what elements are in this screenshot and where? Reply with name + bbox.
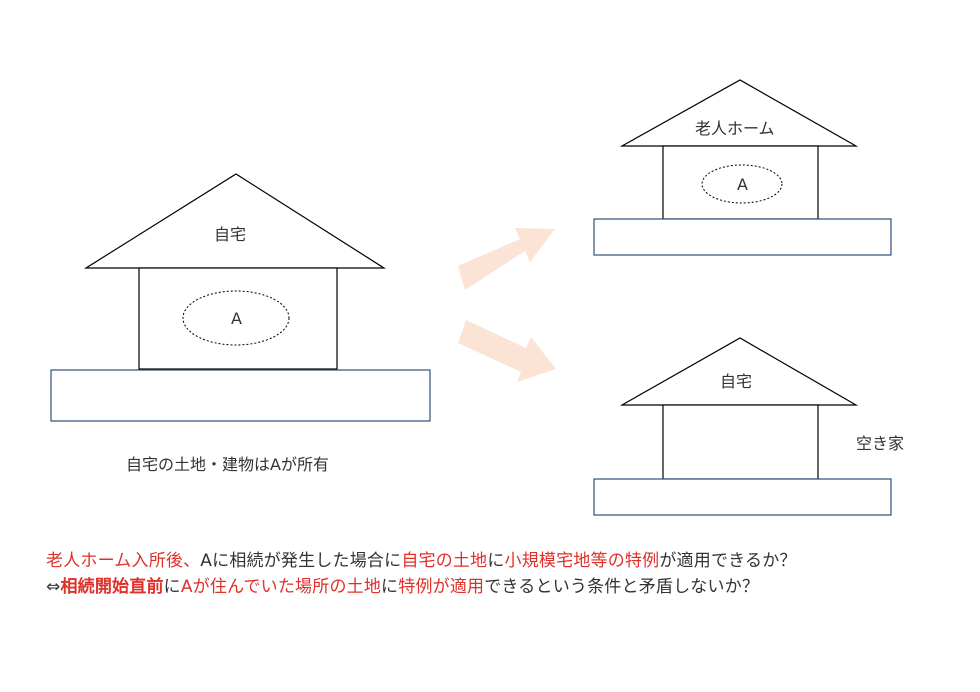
vacant-house-label: 空き家 — [856, 434, 905, 453]
q1-small-residential-land-special-rule: 小規模宅地等の特例 — [504, 551, 660, 571]
left-house-base — [50, 369, 431, 422]
q1-particle: に — [487, 551, 505, 571]
q2-contradiction-question: できるという条件と矛盾しないか？ — [484, 577, 760, 597]
top-right-house-occupant-ellipse — [701, 164, 783, 204]
q2-particle-2: に — [381, 577, 399, 597]
q2-particle-1: に — [163, 577, 181, 597]
left-house-caption: 自宅の土地・建物はAが所有 — [126, 455, 329, 474]
top-right-house-base — [593, 218, 892, 256]
left-house — [50, 173, 431, 422]
q2-special-rule-applies: 特例が適用 — [398, 577, 485, 597]
top-right-house — [593, 79, 892, 256]
question-line-2: ⇔相続開始直前にAが住んでいた場所の土地に特例が適用できるという条件と矛盾しない… — [46, 579, 759, 596]
left-house-wall — [138, 267, 338, 370]
q1-applicable-question: が適用できるか？ — [659, 551, 797, 571]
q2-just-before-inheritance: 相続開始直前 — [60, 577, 164, 597]
bottom-right-house-roof-label: 自宅 — [720, 372, 753, 391]
q2-equivalence-symbol: ⇔ — [46, 577, 61, 597]
top-right-house-occupant-label: A — [737, 175, 748, 194]
q1-inheritance-occurs: Aに相続が発生した場合に — [200, 551, 402, 571]
left-house-occupant-ellipse — [182, 290, 290, 346]
q1-home-land: 自宅の土地 — [401, 551, 488, 571]
arrow-down-right — [458, 320, 556, 382]
bottom-right-house — [593, 337, 892, 516]
bottom-right-house-wall — [662, 404, 819, 480]
q2-land-where-a-lived: Aが住んでいた場所の土地 — [180, 577, 382, 597]
top-right-house-roof-label: 老人ホーム — [695, 119, 775, 138]
left-house-occupant-label: A — [231, 309, 242, 328]
q1-nursing-home-entry: 老人ホーム入所後、 — [46, 551, 201, 571]
arrow-up-right — [458, 228, 555, 290]
bottom-right-house-base — [593, 478, 892, 516]
left-house-roof — [83, 173, 387, 269]
left-house-roof-label: 自宅 — [214, 225, 247, 244]
question-line-1: 老人ホーム入所後、Aに相続が発生した場合に自宅の土地に小規模宅地等の特例が適用で… — [46, 553, 797, 570]
